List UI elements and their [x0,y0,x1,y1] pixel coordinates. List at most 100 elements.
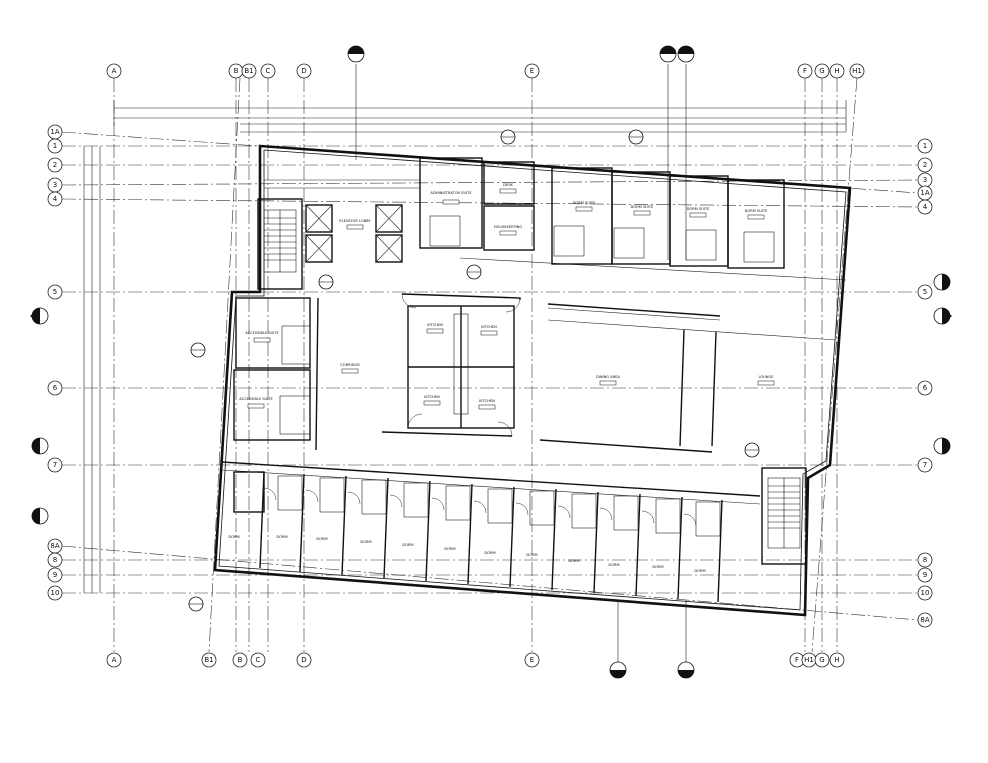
grid-bubble-label: 1A [920,189,929,197]
room-label-dorm-suite-1: DORM SUITE [573,201,597,205]
horizontal-grid-lines [61,131,919,621]
grid-bubble-top-g: G [814,63,830,79]
room-label-desk: DESK [503,183,513,187]
grid-bubble-top-d: D [296,63,312,79]
grid-bubble-label: 10 [921,589,930,597]
grid-bubble-label: 5 [53,288,57,296]
grid-bubble-right-1a: 1A [917,185,933,201]
grid-bubble-left-7: 7 [47,457,63,473]
room-label-dorm-suite-3: DORM SUITE [687,207,711,211]
grid-bubble-bottom-d: D [296,652,312,668]
detail-marker-5 [190,342,206,358]
grid-bubble-top-h1: H1 [849,63,865,79]
grid-bubble-label: H1 [852,67,862,75]
grid-bubble-label: F [795,656,799,664]
grid-bubble-left-3: 3 [47,177,63,193]
grid-bubble-label: 1A [50,128,59,136]
room-label-dorm-6: DORM [444,547,455,551]
grid-bubble-right-9: 9 [917,567,933,583]
grid-bubble-label: H1 [804,656,814,664]
grid-bubble-right-4: 4 [917,199,933,215]
detail-marker-2 [628,129,644,145]
grid-bubble-top-b: B [228,63,244,79]
grid-bubble-label: G [819,656,824,664]
grid-bubble-label: B [238,656,243,664]
grid-bubble-bottom-a: A [106,652,122,668]
grid-bubble-right-8a: 8A [917,612,933,628]
grid-bubble-label: 3 [923,176,927,184]
dining-lounge-area [539,303,837,453]
grid-bubble-label: 7 [923,461,927,469]
grid-bubble-label: 2 [53,161,57,169]
grid-bubble-left-5: 5 [47,284,63,300]
grid-bubble-right-7: 7 [917,457,933,473]
grid-bubble-label: C [256,656,261,664]
grid-bubble-top-h: H [829,63,845,79]
grid-bubble-bottom-h: H [829,652,845,668]
grid-bubble-label: 6 [53,384,58,392]
grid-bubble-label: 5 [923,288,927,296]
grid-bubble-right-6: 6 [917,380,933,396]
detail-marker-4 [318,274,334,290]
grid-bubble-right-10: 10 [917,585,933,601]
grid-bubble-top-b1: B1 [241,63,257,79]
section-marker-right-2 [933,307,952,325]
stair-north [257,198,303,290]
section-markers [30,45,952,679]
room-label-dorm-suite-4: DORM SUITE [745,209,769,213]
grid-bubble-label: 1 [53,142,57,150]
grid-bubble-label: 8 [923,556,927,564]
section-marker-left-2 [31,437,49,455]
grid-bubble-left-6: 6 [47,380,63,396]
grid-bubble-left-4: 4 [47,191,63,207]
room-label-lounge: LOUNGE [758,375,774,379]
grid-bubble-label: 3 [53,181,57,189]
grid-bubble-left-9: 9 [47,567,63,583]
grid-bubble-left-2: 2 [47,157,63,173]
grid-bubble-label: H [834,67,839,75]
section-marker-right-1 [933,273,951,291]
grid-bubble-label: C [266,67,271,75]
room-label-dorm-8: DORM [526,553,537,557]
room-label-dorm-9: DORM [568,559,579,563]
grid-bubble-label: B1 [244,67,253,75]
elevators [305,204,403,263]
detail-marker-6 [188,596,204,612]
north-rooms [264,157,847,281]
room-label-dorm-4: DORM [360,540,371,544]
grid-bubble-top-f: F [797,63,813,79]
grid-bubble-left-1a: 1A [47,124,63,140]
grid-bubble-bottom-e: E [524,652,540,668]
section-marker-top-2 [659,45,677,260]
room-label-dorm-12: DORM [694,569,705,573]
grid-bubble-label: 7 [53,461,57,469]
kitchen-block [381,293,521,437]
dimension-strings [83,100,847,593]
grid-bubble-label: 8A [920,616,929,624]
room-label-elevator-lobby: ELEVATOR LOBBY [339,219,371,223]
grid-bubble-label: E [530,67,534,75]
grid-bubble-label: 9 [53,571,57,579]
room-label-accessible-suite-2: ACCESSIBLE SUITE [239,397,273,401]
room-label-kitchen-3: KITCHEN [424,395,440,399]
section-marker-bottom-2 [677,600,695,679]
grid-bubble-bottom-h1: H1 [801,652,817,668]
grid-bubble-label: A [112,67,117,75]
grid-bubble-left-8a: 8A [47,538,63,554]
grid-bubble-right-3: 3 [917,172,933,188]
room-label-dorm-7: DORM [484,551,495,555]
room-label-kitchen-1: KITCHEN [427,323,443,327]
grid-bubble-label: B [234,67,239,75]
grid-bubble-left-10: 10 [47,585,63,601]
room-label-dorm-2: DORM [276,535,287,539]
grid-bubble-label: 6 [923,384,928,392]
room-label-dorm-11: DORM [652,565,663,569]
grid-bubble-label: G [819,67,824,75]
stair-south [761,467,807,565]
grid-bubble-label: D [301,67,306,75]
grid-bubble-bottom-b1: B1 [201,652,217,668]
room-label-kitchen-2: KITCHEN [481,325,497,329]
room-label-accessible-suite-1: ACCESSIBLE SUITE [245,331,279,335]
grid-bubble-label: F [803,67,807,75]
